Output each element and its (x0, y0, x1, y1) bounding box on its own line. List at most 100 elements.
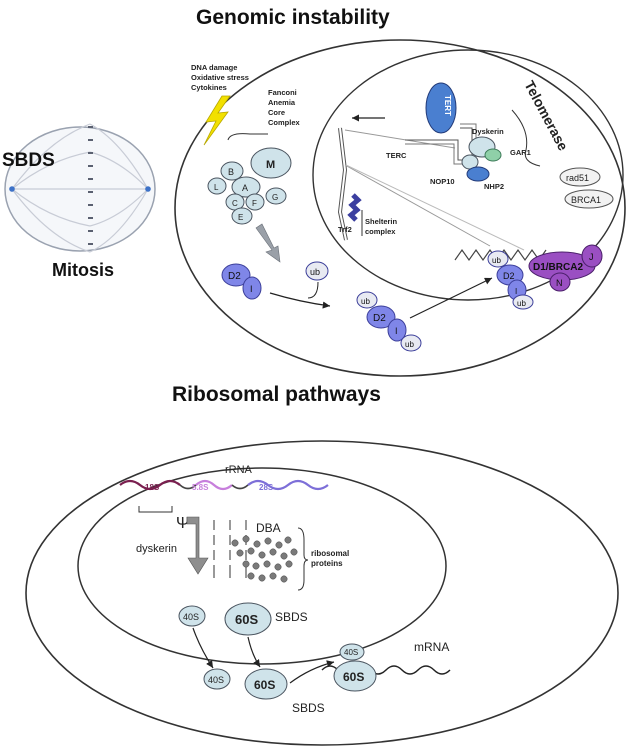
d1-brca2-label: D1/BRCA2 (533, 262, 583, 273)
ub-top-label: ub (361, 297, 370, 306)
repair-d2-label: D2 (503, 271, 515, 281)
rrna-28s-strand (247, 479, 329, 491)
d2-label: D2 (228, 271, 241, 282)
subunit-e-label: E (238, 213, 243, 222)
subunit-40s-cytoplasm (203, 668, 231, 690)
subunit-b (220, 161, 244, 181)
stress-oxidative: Oxidative stress (191, 73, 249, 82)
trf2-label: Trf2 (338, 225, 352, 234)
ribosomal-protein-dots (231, 535, 298, 583)
fanconi-label-2: Anemia (268, 98, 296, 107)
d2-protein (221, 263, 251, 287)
ub-top (356, 291, 378, 309)
to-dna-repair-arrow (409, 277, 493, 319)
title-genomic-instability: Genomic instability (196, 6, 390, 29)
i-ub-label: I (395, 326, 398, 336)
subunit-c-label: C (232, 199, 238, 208)
dyskerin-block (186, 516, 209, 575)
j-label: J (589, 252, 594, 262)
lightning-bolt-icon (203, 95, 231, 146)
repair-ub-top (487, 250, 509, 268)
i-label: I (250, 284, 253, 294)
nhp2-label: NHP2 (484, 182, 504, 191)
brca1-label: BRCA1 (571, 195, 601, 205)
sbds-cytoplasm-label: SBDS (292, 701, 325, 715)
tert-label: TERT (443, 95, 452, 116)
j-protein (581, 244, 603, 268)
subunit-60s-cytoplasm (244, 668, 288, 700)
gar1-label: GAR1 (510, 148, 531, 157)
subunit-60s-nucleolus (224, 602, 272, 636)
subunit-a (231, 176, 261, 198)
genomic-panel: DNA damage Oxidative stress Cytokines Fa… (174, 39, 626, 377)
ribosome-40s-label: 40S (344, 648, 358, 657)
mrna-label: mRNA (414, 640, 449, 654)
n-label: N (556, 278, 563, 288)
subunit-m-label: M (266, 159, 275, 171)
telomerase-bracket (511, 109, 541, 167)
telomerase-label: Telomerase (521, 78, 571, 153)
rrna-28s-label: 28S (259, 483, 274, 492)
subunit-f (245, 193, 265, 211)
fanconi-core-complex (207, 147, 292, 225)
i-ub (387, 318, 407, 342)
subunit-e (231, 207, 253, 225)
ub-join-curl (307, 281, 319, 299)
tert-protein (425, 82, 457, 134)
ub-join-arrow (269, 292, 331, 309)
ribosome-40s (339, 643, 365, 661)
repair-i-label: I (515, 287, 517, 296)
dyskerin-label: Dyskerin (472, 127, 504, 136)
free-ub (305, 261, 329, 281)
subunit-l (207, 177, 227, 195)
trf2-protein (347, 193, 362, 222)
ribosome-60s (333, 660, 377, 692)
rrna-linker-2 (231, 484, 249, 490)
processing-bracket (138, 506, 173, 513)
ribosomal-proteins-bracket (297, 527, 309, 591)
subunit-60s-cytoplasm-label: 60S (254, 678, 275, 692)
assembly-arrow (289, 660, 335, 684)
export-60s-arrow (247, 636, 261, 668)
ub-bottom (400, 334, 422, 352)
telomere-line-mid (345, 164, 525, 251)
subunit-f-label: F (252, 199, 257, 208)
repair-ub-bottom-label: ub (517, 299, 526, 308)
rrna-linker-1 (179, 484, 197, 490)
subunit-g-label: G (272, 193, 278, 202)
dyskerin-ribo-label: dyskerin (136, 543, 177, 555)
telomere-line-lower (344, 164, 491, 247)
i-protein (242, 276, 262, 300)
subunit-b-label: B (228, 167, 234, 177)
free-ub-label: ub (310, 267, 320, 277)
ribosomal-proteins-label-2: proteins (311, 559, 343, 568)
ub-bottom-label: ub (405, 340, 414, 349)
fanconi-label-3: Core (268, 108, 285, 117)
mitotic-spindle (11, 123, 149, 253)
subunit-40s-nucleolus-label: 40S (183, 612, 199, 622)
core-to-d2-arrow (255, 223, 281, 263)
nucleus-outline (312, 49, 624, 301)
subunit-a-label: A (242, 183, 248, 193)
rrna-18s-label: 18S (145, 483, 160, 492)
subunit-60s-nucleolus-label: 60S (235, 612, 258, 627)
mitosis-label: Mitosis (52, 260, 114, 280)
dba-label: DBA (256, 521, 281, 535)
terc-label: TERC (386, 151, 407, 160)
rrna-58s-label: 5.8S (192, 483, 209, 492)
n-protein (549, 272, 571, 292)
export-40s-arrow (192, 627, 214, 669)
shelterin-label-1: Shelterin (365, 217, 398, 226)
subunit-40s-cytoplasm-label: 40S (208, 675, 224, 685)
shelterin-label-2: complex (365, 227, 396, 236)
subunit-40s-nucleolus (178, 605, 206, 627)
rrna-58s-strand (195, 479, 233, 491)
left-centrosome (9, 186, 15, 192)
rrna-18s-strand (119, 479, 181, 491)
repair-ub-top-label: ub (492, 256, 501, 265)
rad51-label: rad51 (566, 173, 589, 183)
telomere-line-upper (344, 129, 456, 149)
metaphase-chromosomes (88, 126, 93, 245)
subunit-m (250, 147, 292, 179)
